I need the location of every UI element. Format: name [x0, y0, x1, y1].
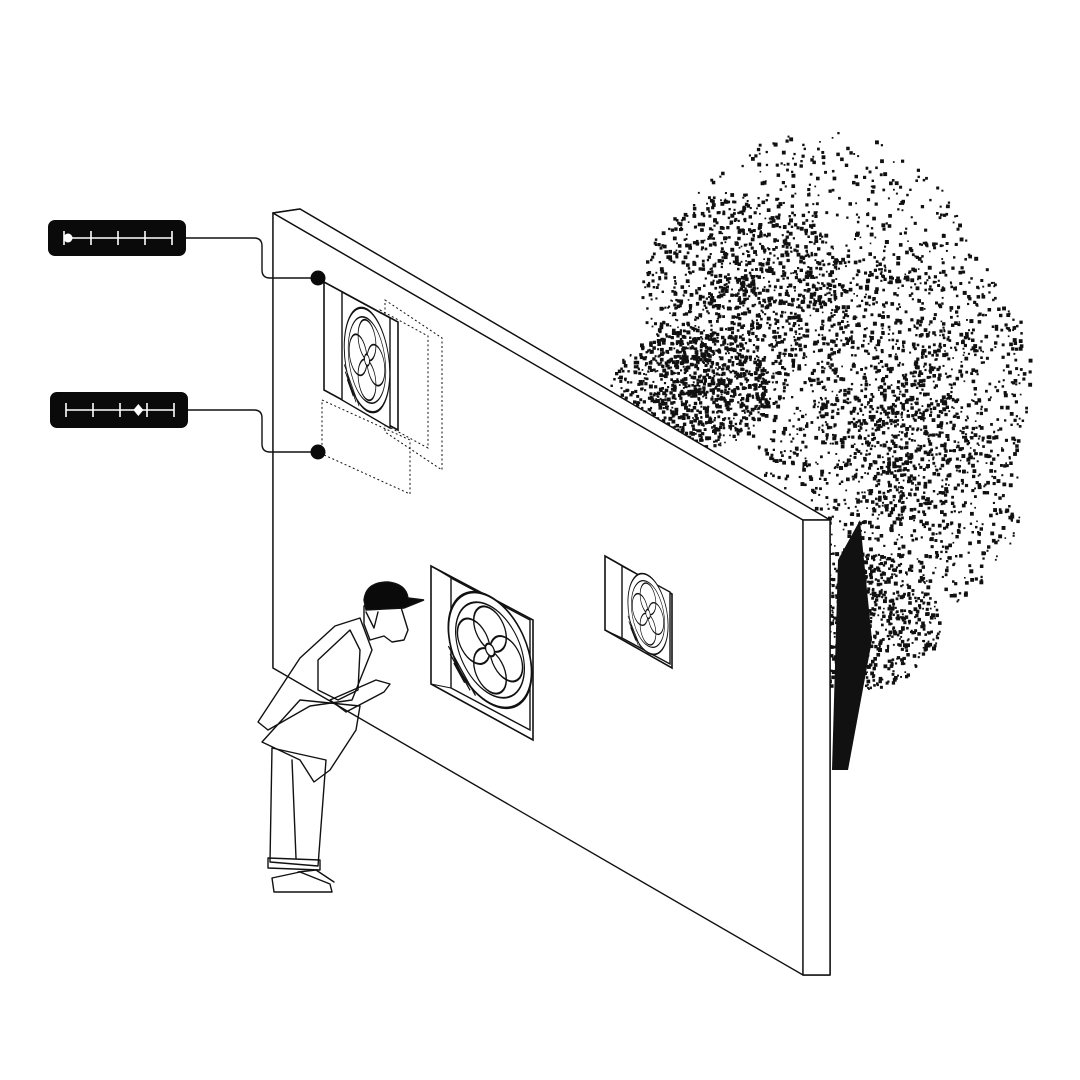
window-large[interactable]: [430, 564, 534, 742]
connector-top: [185, 237, 319, 279]
wall: [272, 208, 831, 976]
anchor-dot-icon: [310, 270, 326, 286]
connector-bottom: [185, 409, 319, 453]
window-small[interactable]: [604, 554, 673, 670]
slider-thumb[interactable]: [63, 233, 73, 243]
window-top-track: [321, 299, 443, 495]
slider-thumb[interactable]: [133, 404, 144, 416]
anchor-dot-icon: [310, 444, 326, 460]
slider-controls: [48, 220, 188, 428]
top-window-slider[interactable]: [48, 220, 186, 256]
window-top: [323, 280, 399, 432]
person: [257, 581, 425, 893]
bottom-window-slider[interactable]: [50, 392, 188, 428]
